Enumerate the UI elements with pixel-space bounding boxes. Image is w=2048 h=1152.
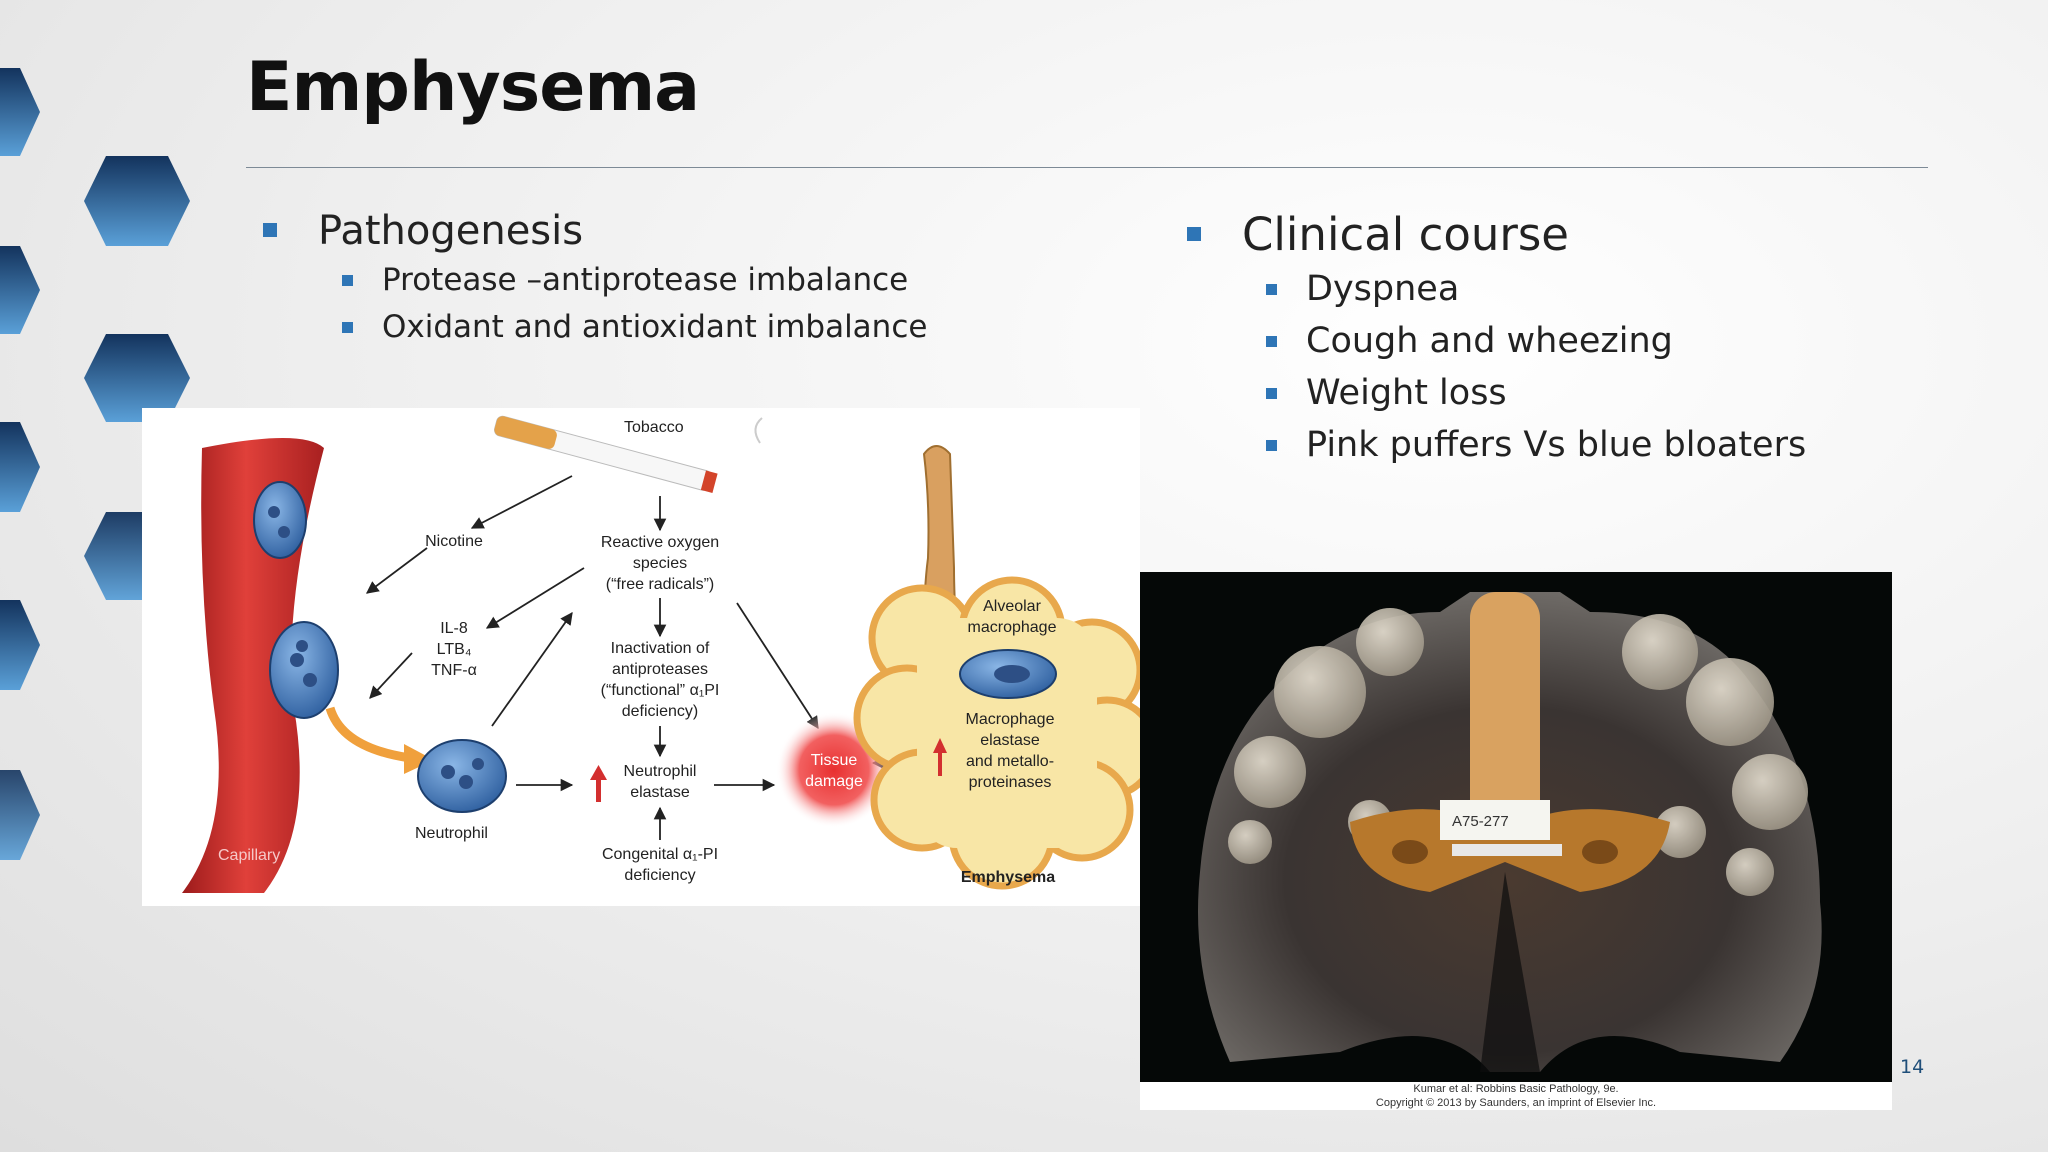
bullet-dyspnea: Dyspnea xyxy=(1184,263,1806,315)
label-am-2: macrophage xyxy=(968,619,1057,636)
trachea xyxy=(1470,592,1540,852)
label-emphysema: Emphysema xyxy=(961,869,1055,886)
bullet-clinical-course: Clinical course xyxy=(1184,207,1806,263)
caption-line-2: Copyright © 2013 by Saunders, an imprint… xyxy=(1375,1097,1657,1109)
caption-line-1: Kumar et al: Robbins Basic Pathology, 9e… xyxy=(1413,1083,1619,1095)
label-me-1: Macrophage xyxy=(966,711,1055,728)
label-cong-2: deficiency xyxy=(624,867,695,884)
label-ros-1: Reactive oxygen xyxy=(601,534,719,551)
clinical-course-list: Clinical course Dyspnea Cough and wheezi… xyxy=(1184,207,1806,471)
bullet-protease-imbalance: Protease –antiprotease imbalance xyxy=(260,257,927,304)
label-ne-2: elastase xyxy=(630,784,690,801)
label-inact-1: Inactivation of xyxy=(611,640,710,657)
label-inact-4: deficiency) xyxy=(622,703,698,720)
label-ne-1: Neutrophil xyxy=(624,763,697,780)
label-capillary: Capillary xyxy=(218,847,280,864)
page-number: 14 xyxy=(1900,1056,1925,1078)
label-am-1: Alveolar xyxy=(983,598,1041,615)
capillary-cells xyxy=(253,481,339,719)
label-tobacco: Tobacco xyxy=(624,419,684,436)
bullet-pathogenesis: Pathogenesis xyxy=(260,205,927,257)
lung-specimen-photo: A75-277 Kumar et al: Robbins Basic Patho… xyxy=(1140,572,1892,1110)
cigarette-icon xyxy=(494,415,763,493)
label-neutrophil: Neutrophil xyxy=(415,825,488,842)
label-me-3: and metallo- xyxy=(966,753,1054,770)
label-ros-3: (“free radicals”) xyxy=(606,576,714,593)
bullet-weight-loss: Weight loss xyxy=(1184,367,1806,419)
label-me-4: proteinases xyxy=(969,774,1052,791)
up-arrow-icon xyxy=(933,738,947,776)
label-il8: IL-8 xyxy=(440,620,468,637)
pathogenesis-diagram: Capillary Neutrophil Tobacco Nicotine Re… xyxy=(142,408,1140,906)
specimen-tag xyxy=(1440,800,1550,840)
label-inact-3: (“functional” α₁PI xyxy=(601,682,720,699)
pathogenesis-list: Pathogenesis Protease –antiprotease imba… xyxy=(260,205,927,351)
label-cong-1: Congenital α₁-PI xyxy=(602,846,718,863)
label-ros-2: species xyxy=(633,555,687,572)
photo-caption: Kumar et al: Robbins Basic Pathology, 9e… xyxy=(1140,1082,1892,1110)
up-arrow-icon xyxy=(590,765,607,802)
bullet-oxidant-imbalance: Oxidant and antioxidant imbalance xyxy=(260,304,927,351)
lung-specimen-image: A75-277 xyxy=(1140,572,1892,1082)
title-divider xyxy=(246,167,1928,168)
label-me-2: elastase xyxy=(980,732,1040,749)
slide-title: Emphysema xyxy=(246,48,700,127)
label-tnf: TNF-α xyxy=(431,662,477,679)
bullet-cough-wheezing: Cough and wheezing xyxy=(1184,315,1806,367)
label-tissue-2: damage xyxy=(805,773,863,790)
neutrophil-cell xyxy=(417,739,507,813)
label-ltb4: LTB₄ xyxy=(437,641,472,658)
label-inact-2: antiproteases xyxy=(612,661,708,678)
label-tissue-1: Tissue xyxy=(811,752,858,769)
bullet-pink-puffers: Pink puffers Vs blue bloaters xyxy=(1184,419,1806,471)
label-nicotine: Nicotine xyxy=(425,533,483,550)
specimen-label: A75-277 xyxy=(1452,813,1509,830)
